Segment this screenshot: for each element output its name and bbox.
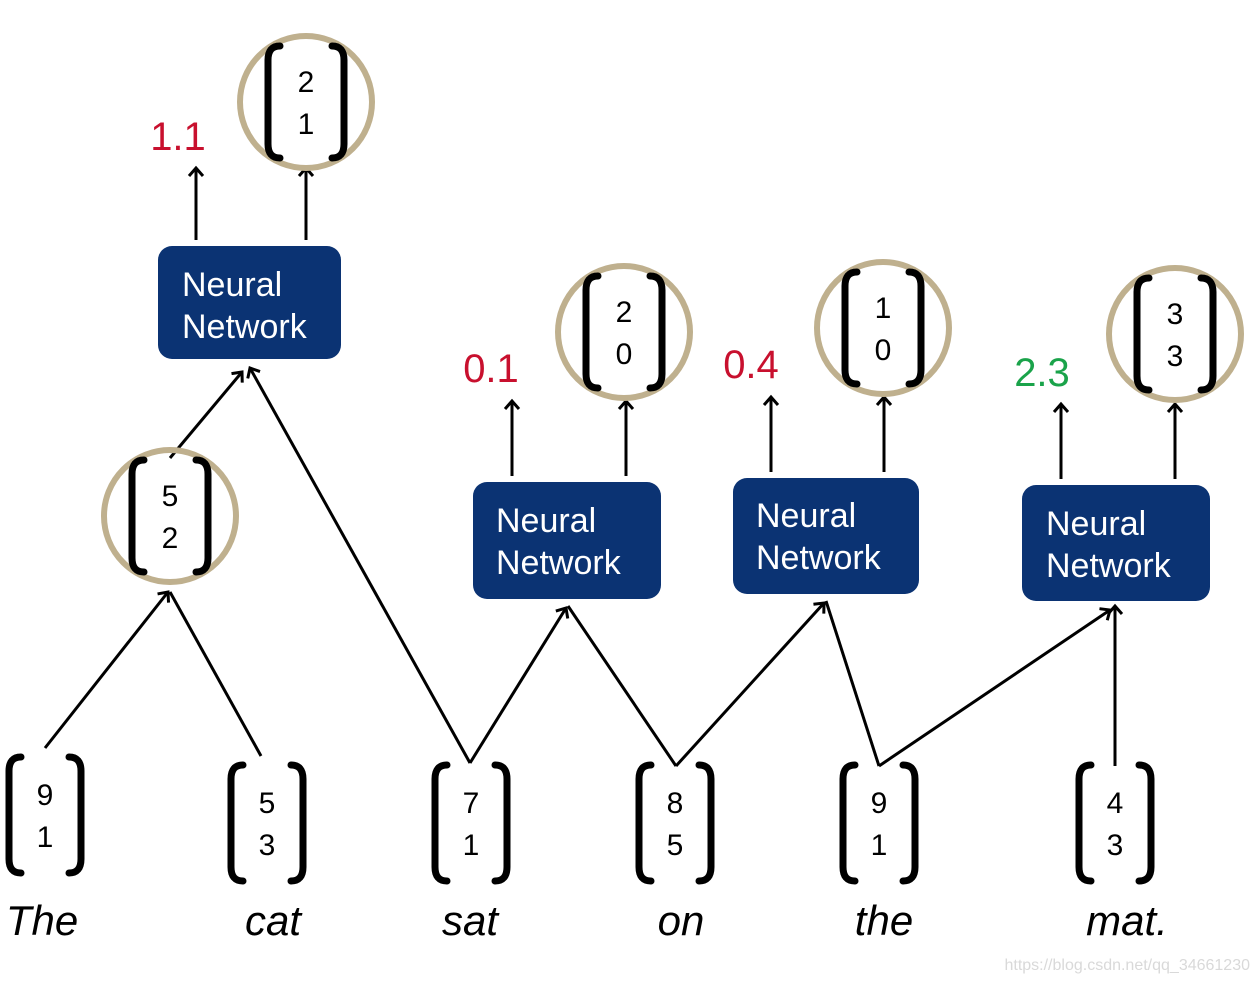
vector-value-bottom: 1 bbox=[298, 108, 315, 141]
right-bracket bbox=[1197, 274, 1217, 394]
left-bracket bbox=[582, 272, 602, 392]
left-bracket bbox=[635, 761, 655, 885]
vector-value-bottom: 1 bbox=[37, 821, 54, 854]
vector-value-top: 2 bbox=[616, 296, 633, 329]
neural-network-label-line2: Network bbox=[1046, 547, 1172, 585]
right-bracket bbox=[695, 761, 715, 885]
output-vector-nn2: 20 bbox=[582, 272, 666, 392]
right-bracket bbox=[646, 272, 666, 392]
vector-value-top: 3 bbox=[1167, 298, 1184, 331]
neural-network-box bbox=[158, 246, 341, 359]
word-label-w2: cat bbox=[245, 897, 303, 944]
vector-value-bottom: 2 bbox=[162, 522, 179, 555]
vector-value-top: 5 bbox=[162, 480, 179, 513]
left-bracket bbox=[1075, 761, 1095, 885]
left-bracket bbox=[128, 456, 148, 576]
parent-vector: 52 bbox=[128, 456, 212, 576]
word-vector-w1: 91 bbox=[5, 753, 85, 877]
vector-value-top: 1 bbox=[875, 292, 892, 325]
vector-value-bottom: 0 bbox=[616, 338, 633, 371]
word-label-w6: mat. bbox=[1086, 897, 1168, 944]
right-bracket bbox=[287, 761, 307, 885]
word-label-w1: The bbox=[6, 897, 78, 944]
output-vector-nn3: 10 bbox=[841, 268, 925, 388]
edge-parent-to-nn1 bbox=[168, 370, 244, 459]
left-bracket bbox=[264, 42, 284, 162]
vector-value-bottom: 3 bbox=[1107, 829, 1124, 862]
left-bracket bbox=[227, 761, 247, 885]
right-bracket bbox=[65, 753, 85, 877]
score-nn2: 0.1 bbox=[463, 347, 519, 391]
word-label-w4: on bbox=[658, 897, 705, 944]
vector-value-bottom: 5 bbox=[667, 829, 684, 862]
neural-network-label-line2: Network bbox=[496, 544, 622, 582]
edge-the2-to-nn4 bbox=[878, 607, 1112, 768]
right-bracket bbox=[192, 456, 212, 576]
score-nn3: 0.4 bbox=[723, 343, 779, 387]
right-bracket bbox=[491, 761, 511, 885]
neural-network-box bbox=[473, 482, 661, 599]
edge-on-to-nn2 bbox=[566, 605, 678, 767]
neural-network-label-line2: Network bbox=[182, 308, 308, 346]
left-bracket bbox=[5, 753, 25, 877]
vector-value-top: 5 bbox=[259, 787, 276, 820]
vector-value-top: 9 bbox=[37, 779, 54, 812]
edge-on-to-nn3 bbox=[674, 601, 826, 768]
left-bracket bbox=[431, 761, 451, 885]
output-circle-nn2 bbox=[555, 263, 693, 401]
output-circle-nn3 bbox=[814, 259, 952, 397]
output-vector-nn1: 21 bbox=[264, 42, 348, 162]
edge-the-to-parent bbox=[43, 590, 171, 749]
vector-value-top: 7 bbox=[463, 787, 480, 820]
right-bracket bbox=[899, 761, 919, 885]
neural-network-label-line1: Neural bbox=[182, 266, 282, 304]
edge-the2-to-nn3 bbox=[824, 600, 881, 767]
connection-lines bbox=[43, 165, 1184, 768]
word-vector-w4: 85 bbox=[635, 761, 715, 885]
vector-value-bottom: 0 bbox=[875, 334, 892, 367]
neural-network-box bbox=[733, 478, 919, 594]
left-bracket bbox=[1133, 274, 1153, 394]
watermark-text: https://blog.csdn.net/qq_34661230 bbox=[1004, 957, 1250, 974]
neural-network-box bbox=[1022, 485, 1210, 601]
vector-value-bottom: 3 bbox=[1167, 340, 1184, 373]
score-nn4: 2.3 bbox=[1014, 351, 1070, 395]
word-vector-w6: 43 bbox=[1075, 761, 1155, 885]
left-bracket bbox=[841, 268, 861, 388]
vector-value-top: 2 bbox=[298, 66, 315, 99]
vector-value-top: 4 bbox=[1107, 787, 1124, 820]
edge-cat-to-parent bbox=[168, 591, 263, 757]
output-circle-nn1 bbox=[237, 33, 375, 171]
vector-value-top: 8 bbox=[667, 787, 684, 820]
score-nn1: 1.1 bbox=[150, 115, 206, 159]
vector-value-bottom: 1 bbox=[463, 829, 480, 862]
vector-value-top: 9 bbox=[871, 787, 888, 820]
edge-sat-to-nn2 bbox=[468, 606, 570, 764]
word-vector-w3: 71 bbox=[431, 761, 511, 885]
neural-network-label-line2: Network bbox=[756, 539, 882, 577]
parent-vector-circle bbox=[101, 447, 239, 585]
right-bracket bbox=[1135, 761, 1155, 885]
output-circle-nn4 bbox=[1106, 265, 1244, 403]
nodes: 91The53cat71sat85on91the43mat.52NeuralNe… bbox=[5, 33, 1250, 974]
right-bracket bbox=[328, 42, 348, 162]
left-bracket bbox=[839, 761, 859, 885]
neural-network-label-line1: Neural bbox=[496, 502, 596, 540]
vector-value-bottom: 3 bbox=[259, 829, 276, 862]
word-vector-w2: 53 bbox=[227, 761, 307, 885]
output-vector-nn4: 33 bbox=[1133, 274, 1217, 394]
neural-network-label-line1: Neural bbox=[1046, 505, 1146, 543]
word-vector-w5: 91 bbox=[839, 761, 919, 885]
edge-sat-to-nn1 bbox=[246, 366, 472, 764]
word-label-w3: sat bbox=[442, 897, 500, 944]
vector-value-bottom: 1 bbox=[871, 829, 888, 862]
right-bracket bbox=[905, 268, 925, 388]
neural-network-label-line1: Neural bbox=[756, 497, 856, 535]
word-label-w5: the bbox=[855, 897, 913, 944]
